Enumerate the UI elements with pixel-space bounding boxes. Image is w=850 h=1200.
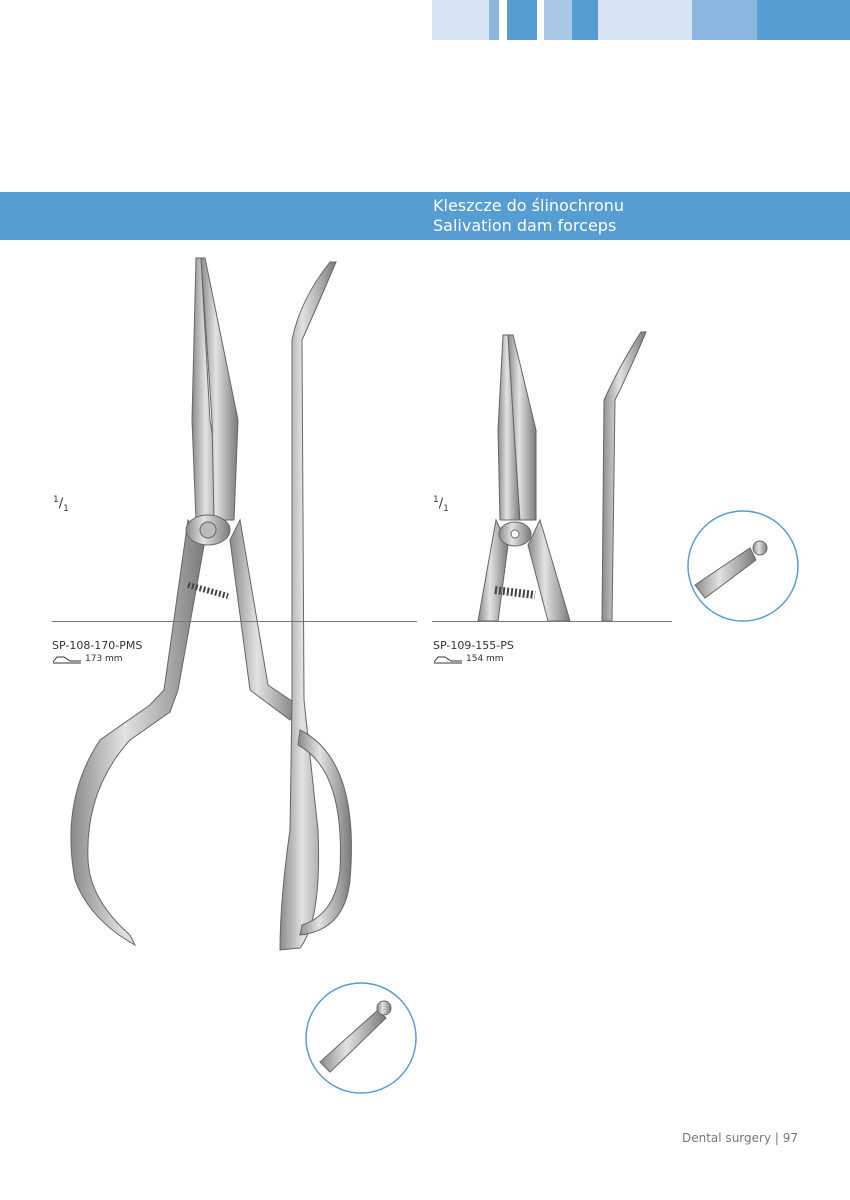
forceps-2-side-view bbox=[601, 331, 647, 622]
baseline-divider-1 bbox=[52, 621, 417, 622]
section-title-band bbox=[0, 192, 850, 240]
product-code-1: SP-108-170-PMS bbox=[52, 639, 143, 652]
scale-indicator-2: 1/1 bbox=[433, 495, 449, 514]
scale-indicator-1: 1/1 bbox=[53, 495, 69, 514]
product-length-2: 154 mm bbox=[433, 654, 504, 664]
product-code-2: SP-109-155-PS bbox=[433, 639, 514, 652]
length-icon bbox=[433, 656, 462, 664]
section-title-english: Salivation dam forceps bbox=[433, 216, 617, 235]
baseline-divider-2 bbox=[432, 621, 672, 622]
tip-detail-circle-2 bbox=[687, 510, 799, 622]
forceps-1-side-view bbox=[279, 261, 352, 951]
forceps-2-front-view bbox=[477, 334, 571, 622]
forceps-1-front-view bbox=[70, 257, 299, 947]
length-icon bbox=[52, 656, 81, 664]
page-footer: Dental surgery | 97 bbox=[682, 1131, 798, 1145]
product-length-1: 173 mm bbox=[52, 654, 123, 664]
section-title-polish: Kleszcze do ślinochronu bbox=[433, 196, 625, 215]
tip-detail-circle-1 bbox=[305, 982, 417, 1094]
